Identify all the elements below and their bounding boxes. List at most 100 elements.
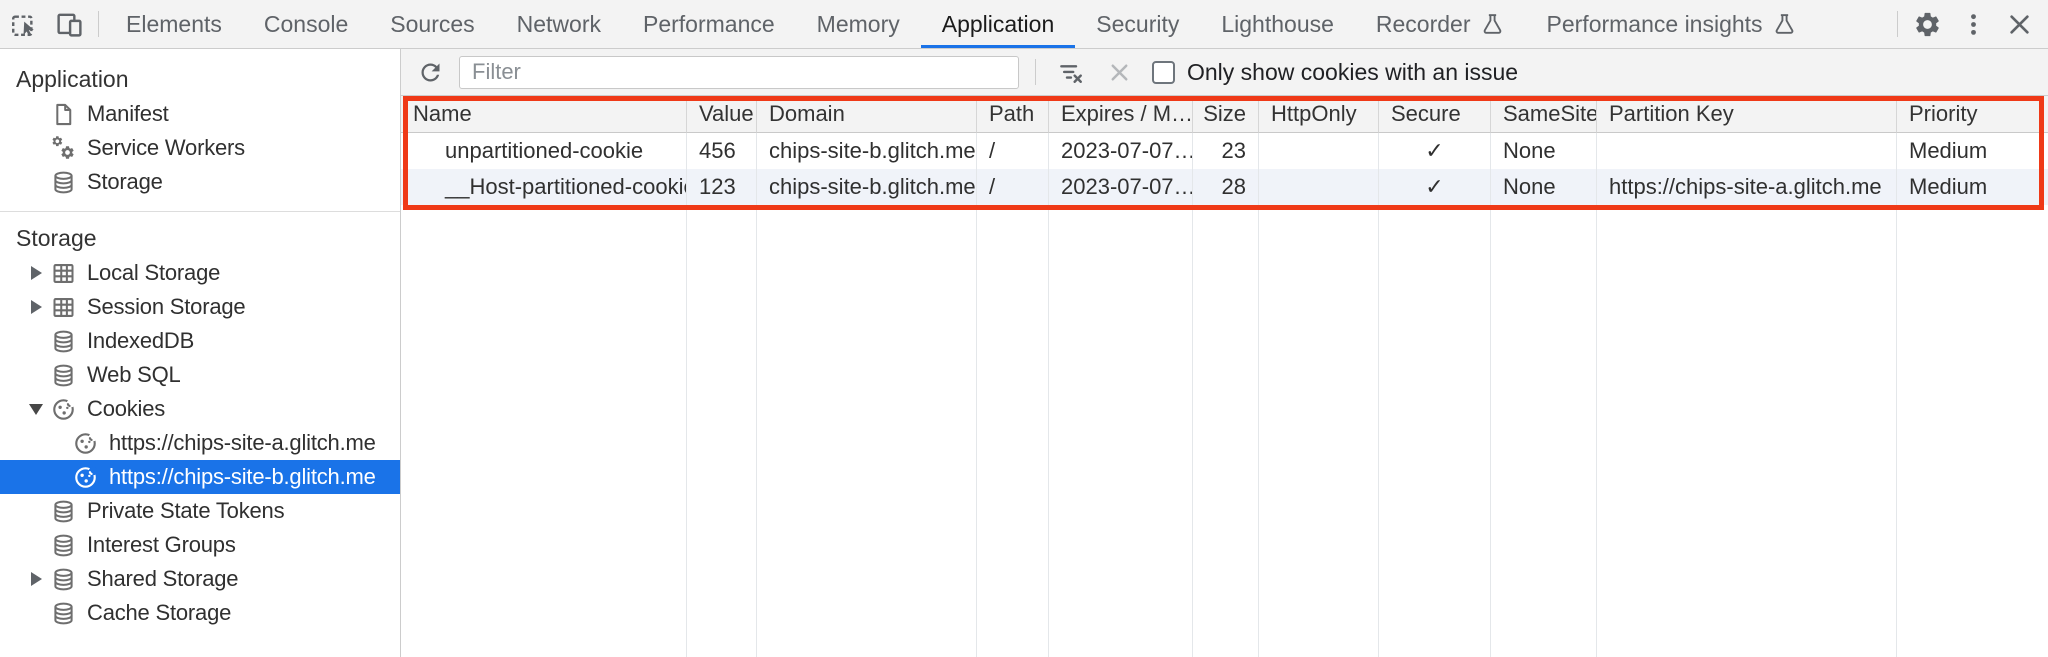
sidebar-item-service-workers[interactable]: Service Workers: [0, 131, 400, 165]
cookie-cell-path[interactable]: /: [977, 169, 1049, 205]
close-devtools-button[interactable]: [1996, 10, 2042, 39]
cookie-cell-name[interactable]: unpartitioned-cookie: [401, 133, 687, 169]
disclosure-arrow: [22, 528, 50, 562]
tab-recorder[interactable]: Recorder: [1355, 0, 1526, 48]
tab-application[interactable]: Application: [920, 0, 1076, 48]
cookie-icon: [50, 396, 77, 423]
disclosure-arrow: [44, 460, 72, 494]
cookie-cell-secure[interactable]: ✓: [1379, 133, 1491, 169]
sidebar-item-manifest[interactable]: Manifest: [0, 97, 400, 131]
sidebar-item-private-state-tokens[interactable]: Private State Tokens: [0, 494, 400, 528]
cookie-cell-size[interactable]: 23: [1193, 133, 1259, 169]
tree-item-label: Cookies: [87, 396, 166, 421]
tree-item-label: Web SQL: [87, 362, 181, 387]
tree-item-label: Manifest: [87, 101, 169, 126]
sidebar-item-web-sql[interactable]: Web SQL: [0, 358, 400, 392]
sidebar-item-cache-storage[interactable]: Cache Storage: [0, 596, 400, 630]
tab-performance-insights[interactable]: Performance insights: [1526, 0, 1818, 48]
cookie-cell-size[interactable]: 28: [1193, 169, 1259, 205]
column-header-secure[interactable]: Secure: [1379, 96, 1491, 133]
section-title-storage: Storage: [16, 224, 97, 251]
tab-label: Memory: [816, 10, 900, 37]
column-header-domain[interactable]: Domain: [757, 96, 977, 133]
sidebar-item-local-storage[interactable]: Local Storage: [0, 256, 400, 290]
disclosure-arrow[interactable]: [22, 392, 50, 426]
issue-filter-label[interactable]: Only show cookies with an issue: [1187, 58, 1519, 85]
cookie-cell-priority[interactable]: Medium: [1909, 138, 1988, 163]
column-header-priority[interactable]: Priority: [1897, 96, 2048, 133]
table-filler-column: [977, 205, 1049, 657]
column-header-path[interactable]: Path: [977, 96, 1049, 133]
tab-label: Security: [1096, 10, 1180, 37]
cookie-cell-httponly[interactable]: [1259, 169, 1379, 205]
database-icon: [50, 169, 77, 196]
issue-filter-checkbox[interactable]: [1152, 60, 1175, 84]
device-toolbar-button[interactable]: [46, 0, 92, 48]
cookie-cell-secure[interactable]: ✓: [1379, 169, 1491, 205]
cookie-cell-value[interactable]: 456: [687, 133, 757, 169]
tab-label: Elements: [126, 10, 222, 37]
tab-elements[interactable]: Elements: [105, 0, 243, 48]
cookie-cell-value[interactable]: 123: [687, 169, 757, 205]
sidebar-item-cookies[interactable]: Cookies: [0, 392, 400, 426]
sidebar-item-shared-storage[interactable]: Shared Storage: [0, 562, 400, 596]
tab-performance[interactable]: Performance: [622, 0, 796, 48]
disclosure-arrow: [22, 358, 50, 392]
more-options-button[interactable]: [1950, 10, 1996, 39]
column-header-expires[interactable]: Expires / M…: [1049, 96, 1193, 133]
inspect-element-button[interactable]: [0, 0, 46, 48]
tab-memory[interactable]: Memory: [796, 0, 921, 48]
kebab-menu-icon: [1970, 13, 1976, 35]
column-header-size[interactable]: Size: [1193, 96, 1259, 133]
cookie-cell-name[interactable]: __Host-partitioned-cookie: [401, 169, 687, 205]
cookie-cell-partitionkey[interactable]: [1597, 133, 1897, 169]
database-icon: [50, 532, 77, 559]
tree-item-label: Session Storage: [87, 294, 246, 319]
cookie-cell-domain[interactable]: chips-site-b.glitch.me: [757, 169, 977, 205]
disclosure-arrow[interactable]: [22, 256, 50, 290]
filter-input[interactable]: [459, 55, 1019, 89]
tree-item-label: Local Storage: [87, 260, 221, 285]
sidebar-item-storage[interactable]: Storage: [0, 165, 400, 199]
cookie-cell-path[interactable]: /: [977, 133, 1049, 169]
sidebar-item-session-storage[interactable]: Session Storage: [0, 290, 400, 324]
column-header-samesite[interactable]: SameSite: [1491, 96, 1597, 133]
tabbar-right-controls: [1891, 0, 2048, 48]
cookie-cell-httponly[interactable]: [1259, 133, 1379, 169]
sidebar-item-https-chips-site-a-glitch-me[interactable]: https://chips-site-a.glitch.me: [0, 426, 400, 460]
column-header-partitionkey[interactable]: Partition Key: [1597, 96, 1897, 133]
clear-filter-button[interactable]: [1052, 53, 1090, 91]
cookie-cell-partitionkey[interactable]: https://chips-site-a.glitch.me: [1597, 169, 1897, 205]
tab-console[interactable]: Console: [243, 0, 369, 48]
disclosure-arrow[interactable]: [22, 562, 50, 596]
cookie-cell-expires[interactable]: 2023-07-07…: [1049, 133, 1193, 169]
column-header-name[interactable]: Name: [401, 96, 687, 133]
cookie-cell-samesite[interactable]: None: [1491, 133, 1597, 169]
sidebar-item-interest-groups[interactable]: Interest Groups: [0, 528, 400, 562]
toolbar-divider: [1897, 11, 1898, 37]
refresh-button[interactable]: [411, 53, 449, 91]
cookie-cell-priority[interactable]: Medium: [1897, 169, 2048, 205]
tab-lighthouse[interactable]: Lighthouse: [1200, 0, 1355, 48]
tab-security[interactable]: Security: [1075, 0, 1200, 48]
tab-label: Recorder: [1375, 10, 1471, 37]
disclosure-arrow[interactable]: [22, 290, 50, 324]
devtools-tabbar: Elements Console Sources Network Perform…: [0, 0, 2048, 49]
tab-sources[interactable]: Sources: [369, 0, 495, 48]
cookie-cell-domain[interactable]: chips-site-b.glitch.me: [757, 133, 977, 169]
tab-network[interactable]: Network: [496, 0, 622, 48]
cookie-cell-expires[interactable]: 2023-07-07…: [1049, 169, 1193, 205]
clear-button[interactable]: [1100, 53, 1138, 91]
column-header-httponly[interactable]: HttpOnly: [1259, 96, 1379, 133]
settings-button[interactable]: [1904, 10, 1950, 39]
refresh-icon: [420, 63, 439, 81]
section-items: Local Storage Session Storage IndexedDB …: [0, 256, 400, 630]
cookie-icon: [72, 430, 99, 457]
sidebar-item-https-chips-site-b-glitch-me[interactable]: https://chips-site-b.glitch.me: [0, 460, 400, 494]
cookie-cell-samesite[interactable]: None: [1491, 169, 1597, 205]
disclosure-arrow: [22, 131, 50, 165]
column-header-value[interactable]: Value: [687, 96, 757, 133]
sidebar-item-indexeddb[interactable]: IndexedDB: [0, 324, 400, 358]
